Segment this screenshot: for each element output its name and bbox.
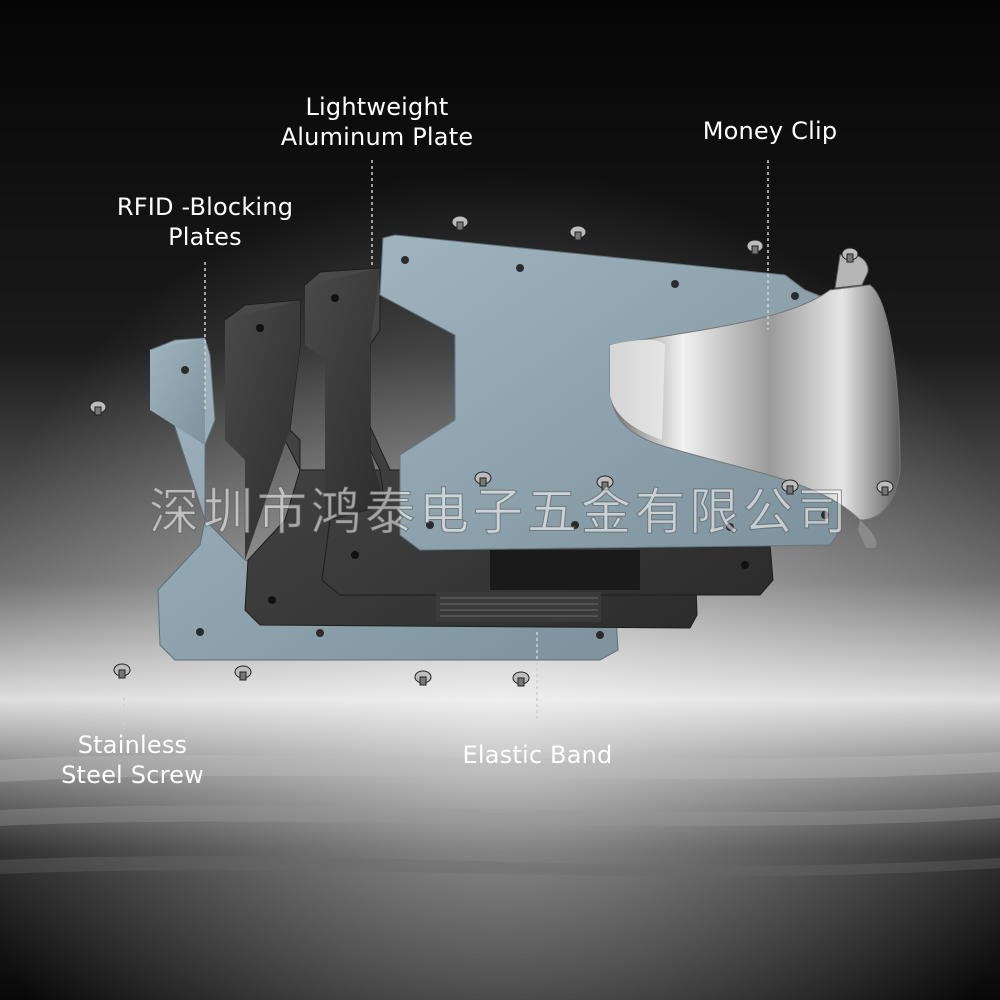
screw [113,663,131,679]
elastic-band [436,550,640,622]
screw [746,239,764,255]
screw [512,671,530,687]
screw [234,665,252,681]
screw [876,480,894,496]
label-stainless-steel-screw: Stainless Steel Screw [61,731,204,789]
label-elastic-band: Elastic Band [462,741,613,769]
screw [414,670,432,686]
label-aluminum-plate: Lightweight Aluminum Plate [280,93,474,151]
label-money-clip: Money Clip [702,117,838,145]
screw [474,471,492,487]
screw [781,479,799,495]
screw [841,247,859,263]
screw [569,225,587,241]
screw [596,475,614,491]
water-reflection [0,752,1000,877]
screw [451,215,469,231]
company-watermark: 深圳市鸿泰电子五金有限公司 [149,483,851,542]
label-rfid-plates: RFID -Blocking Plates [116,193,294,251]
stainless-steel-screws [89,215,894,687]
screw [89,400,107,416]
money-clip [609,253,901,548]
